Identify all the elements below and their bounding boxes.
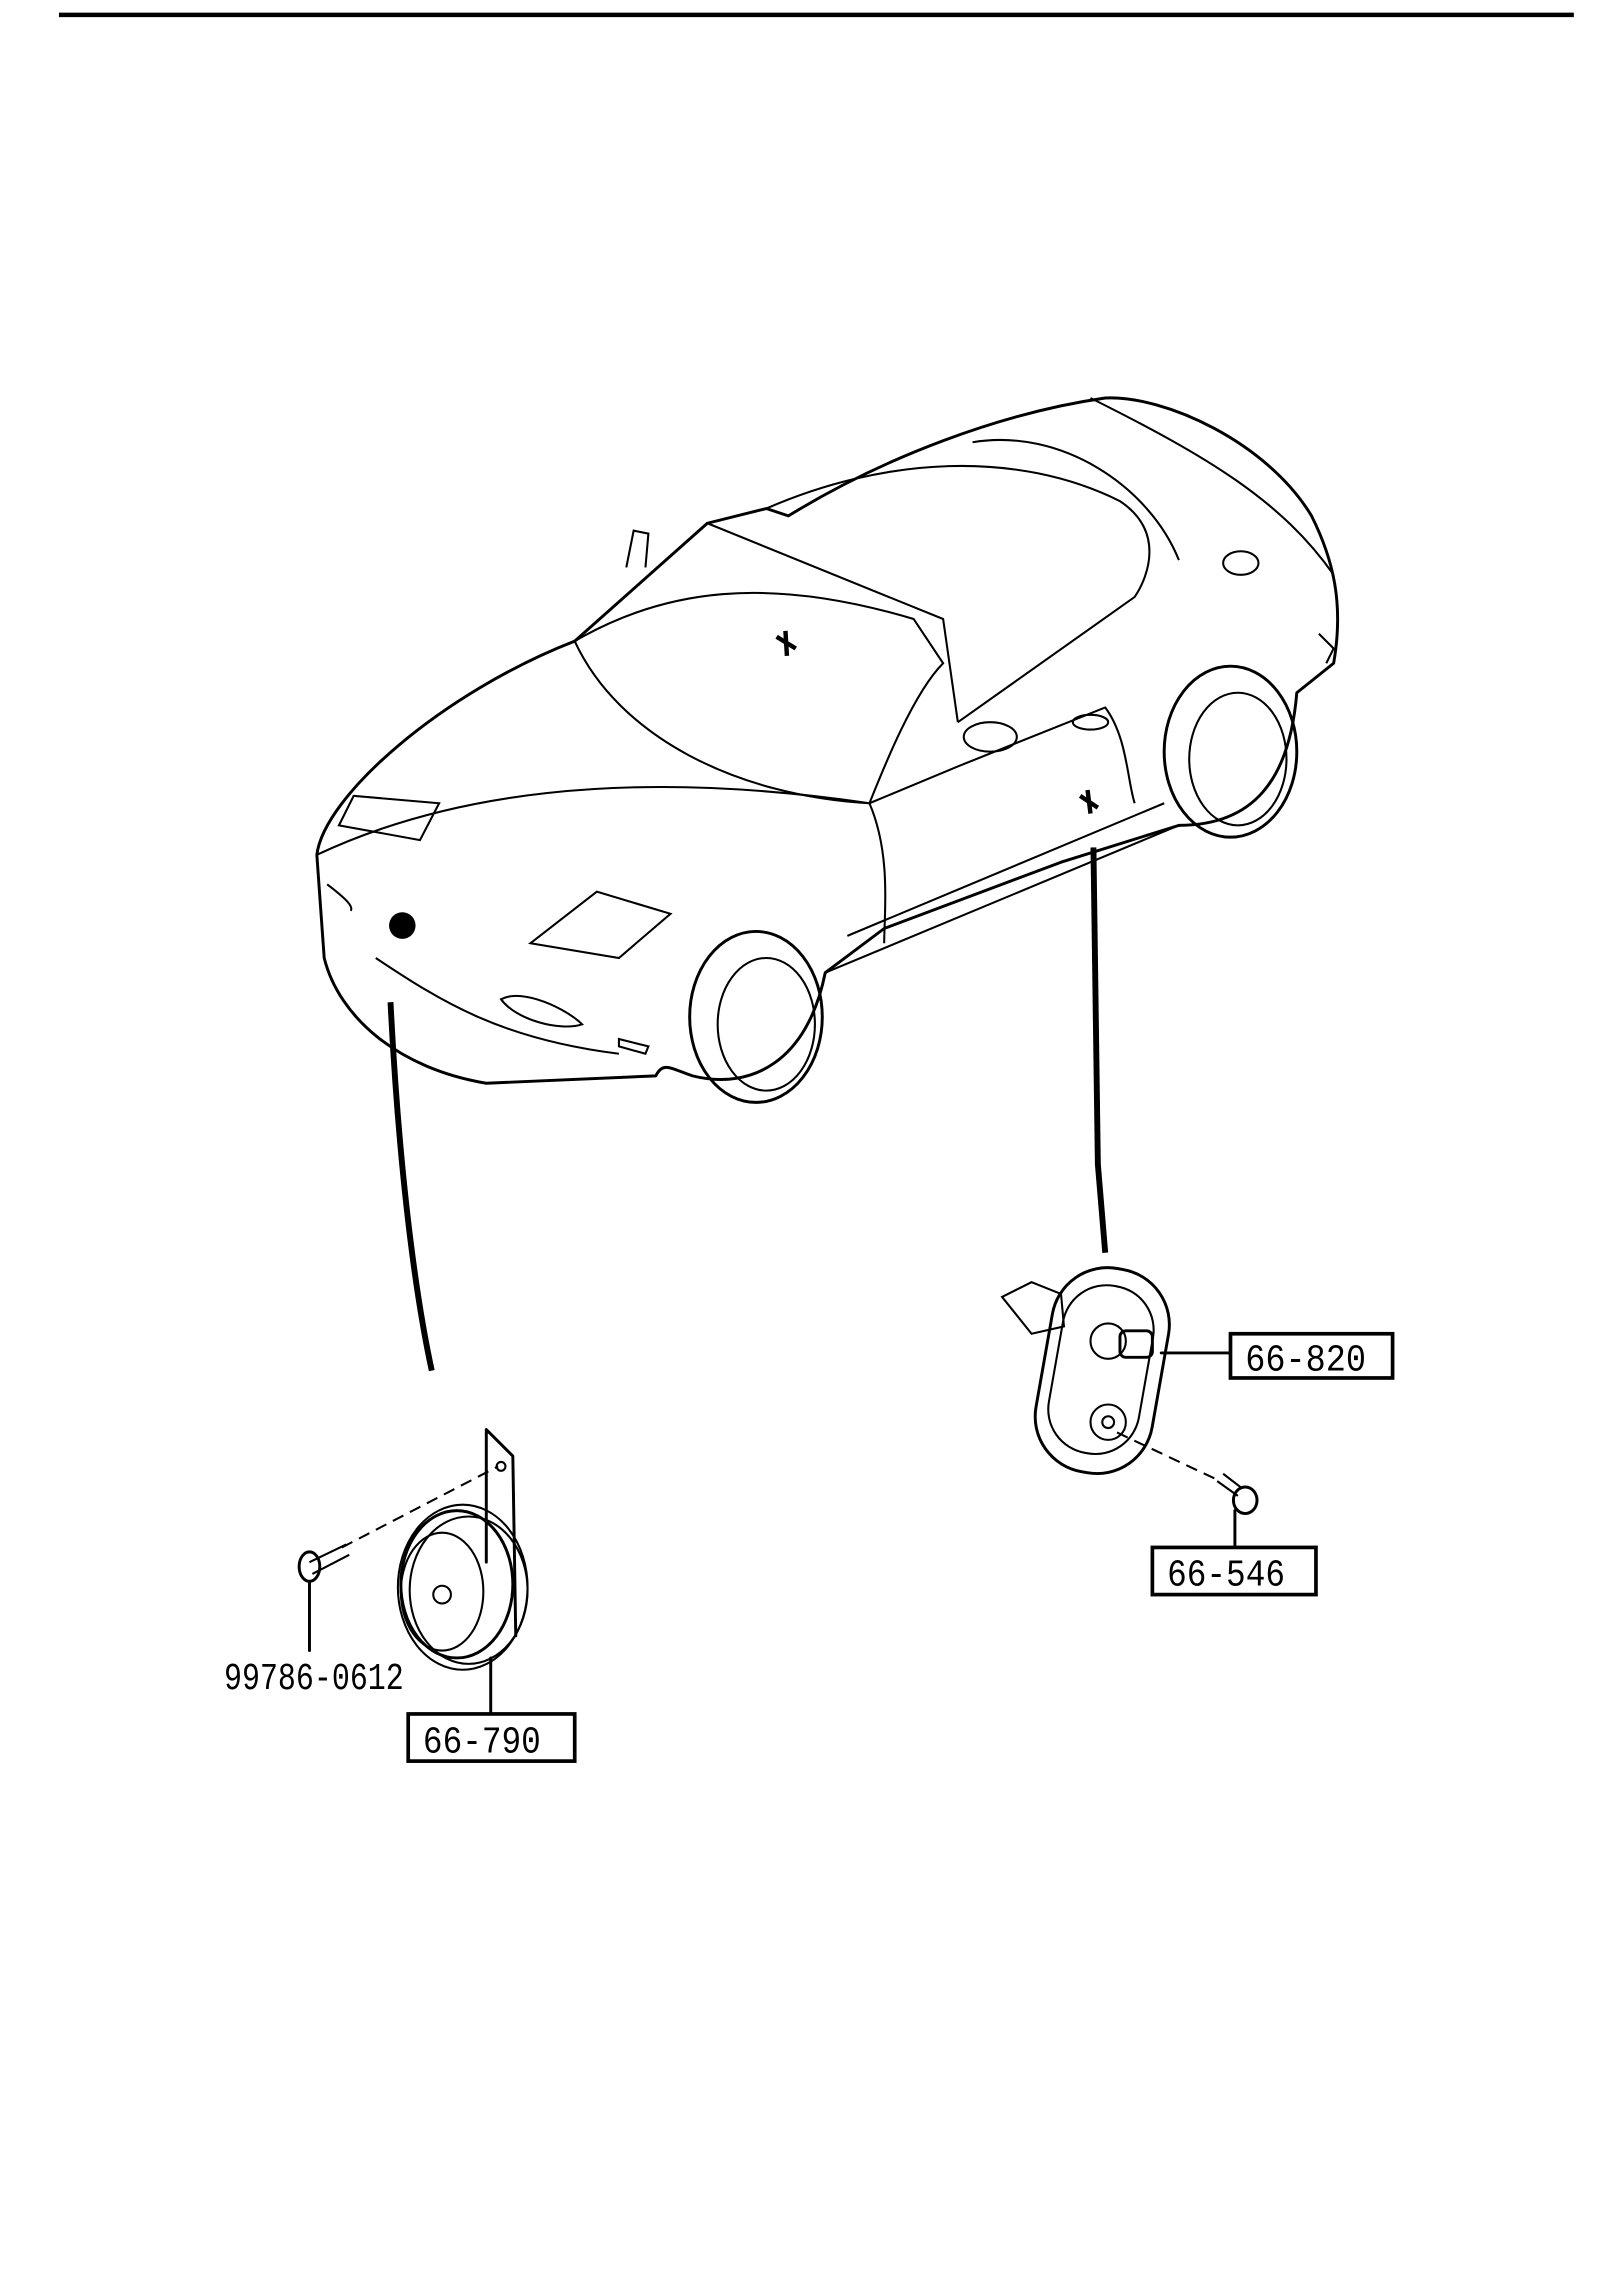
svg-text:66-820: 66-820 [1245, 1339, 1366, 1383]
horn-leader-line [387, 1002, 435, 1372]
horn-part-label: 66-790 [406, 1712, 577, 1764]
door-switch-illustration [1000, 1266, 1259, 1549]
horn-illustration [297, 1428, 529, 1716]
horn-location-marker [389, 912, 416, 939]
horn-bolt-part-number: 99786-0612 [224, 1657, 404, 1701]
svg-text:66-546: 66-546 [1167, 1554, 1285, 1598]
car-illustration [315, 396, 1340, 1104]
door-switch-screw-part-label: 66-546 [1150, 1545, 1318, 1598]
switch-leader-line [1090, 847, 1109, 1253]
svg-text:66-790: 66-790 [423, 1720, 541, 1764]
door-switch-part-label: 66-820 [1228, 1331, 1395, 1383]
